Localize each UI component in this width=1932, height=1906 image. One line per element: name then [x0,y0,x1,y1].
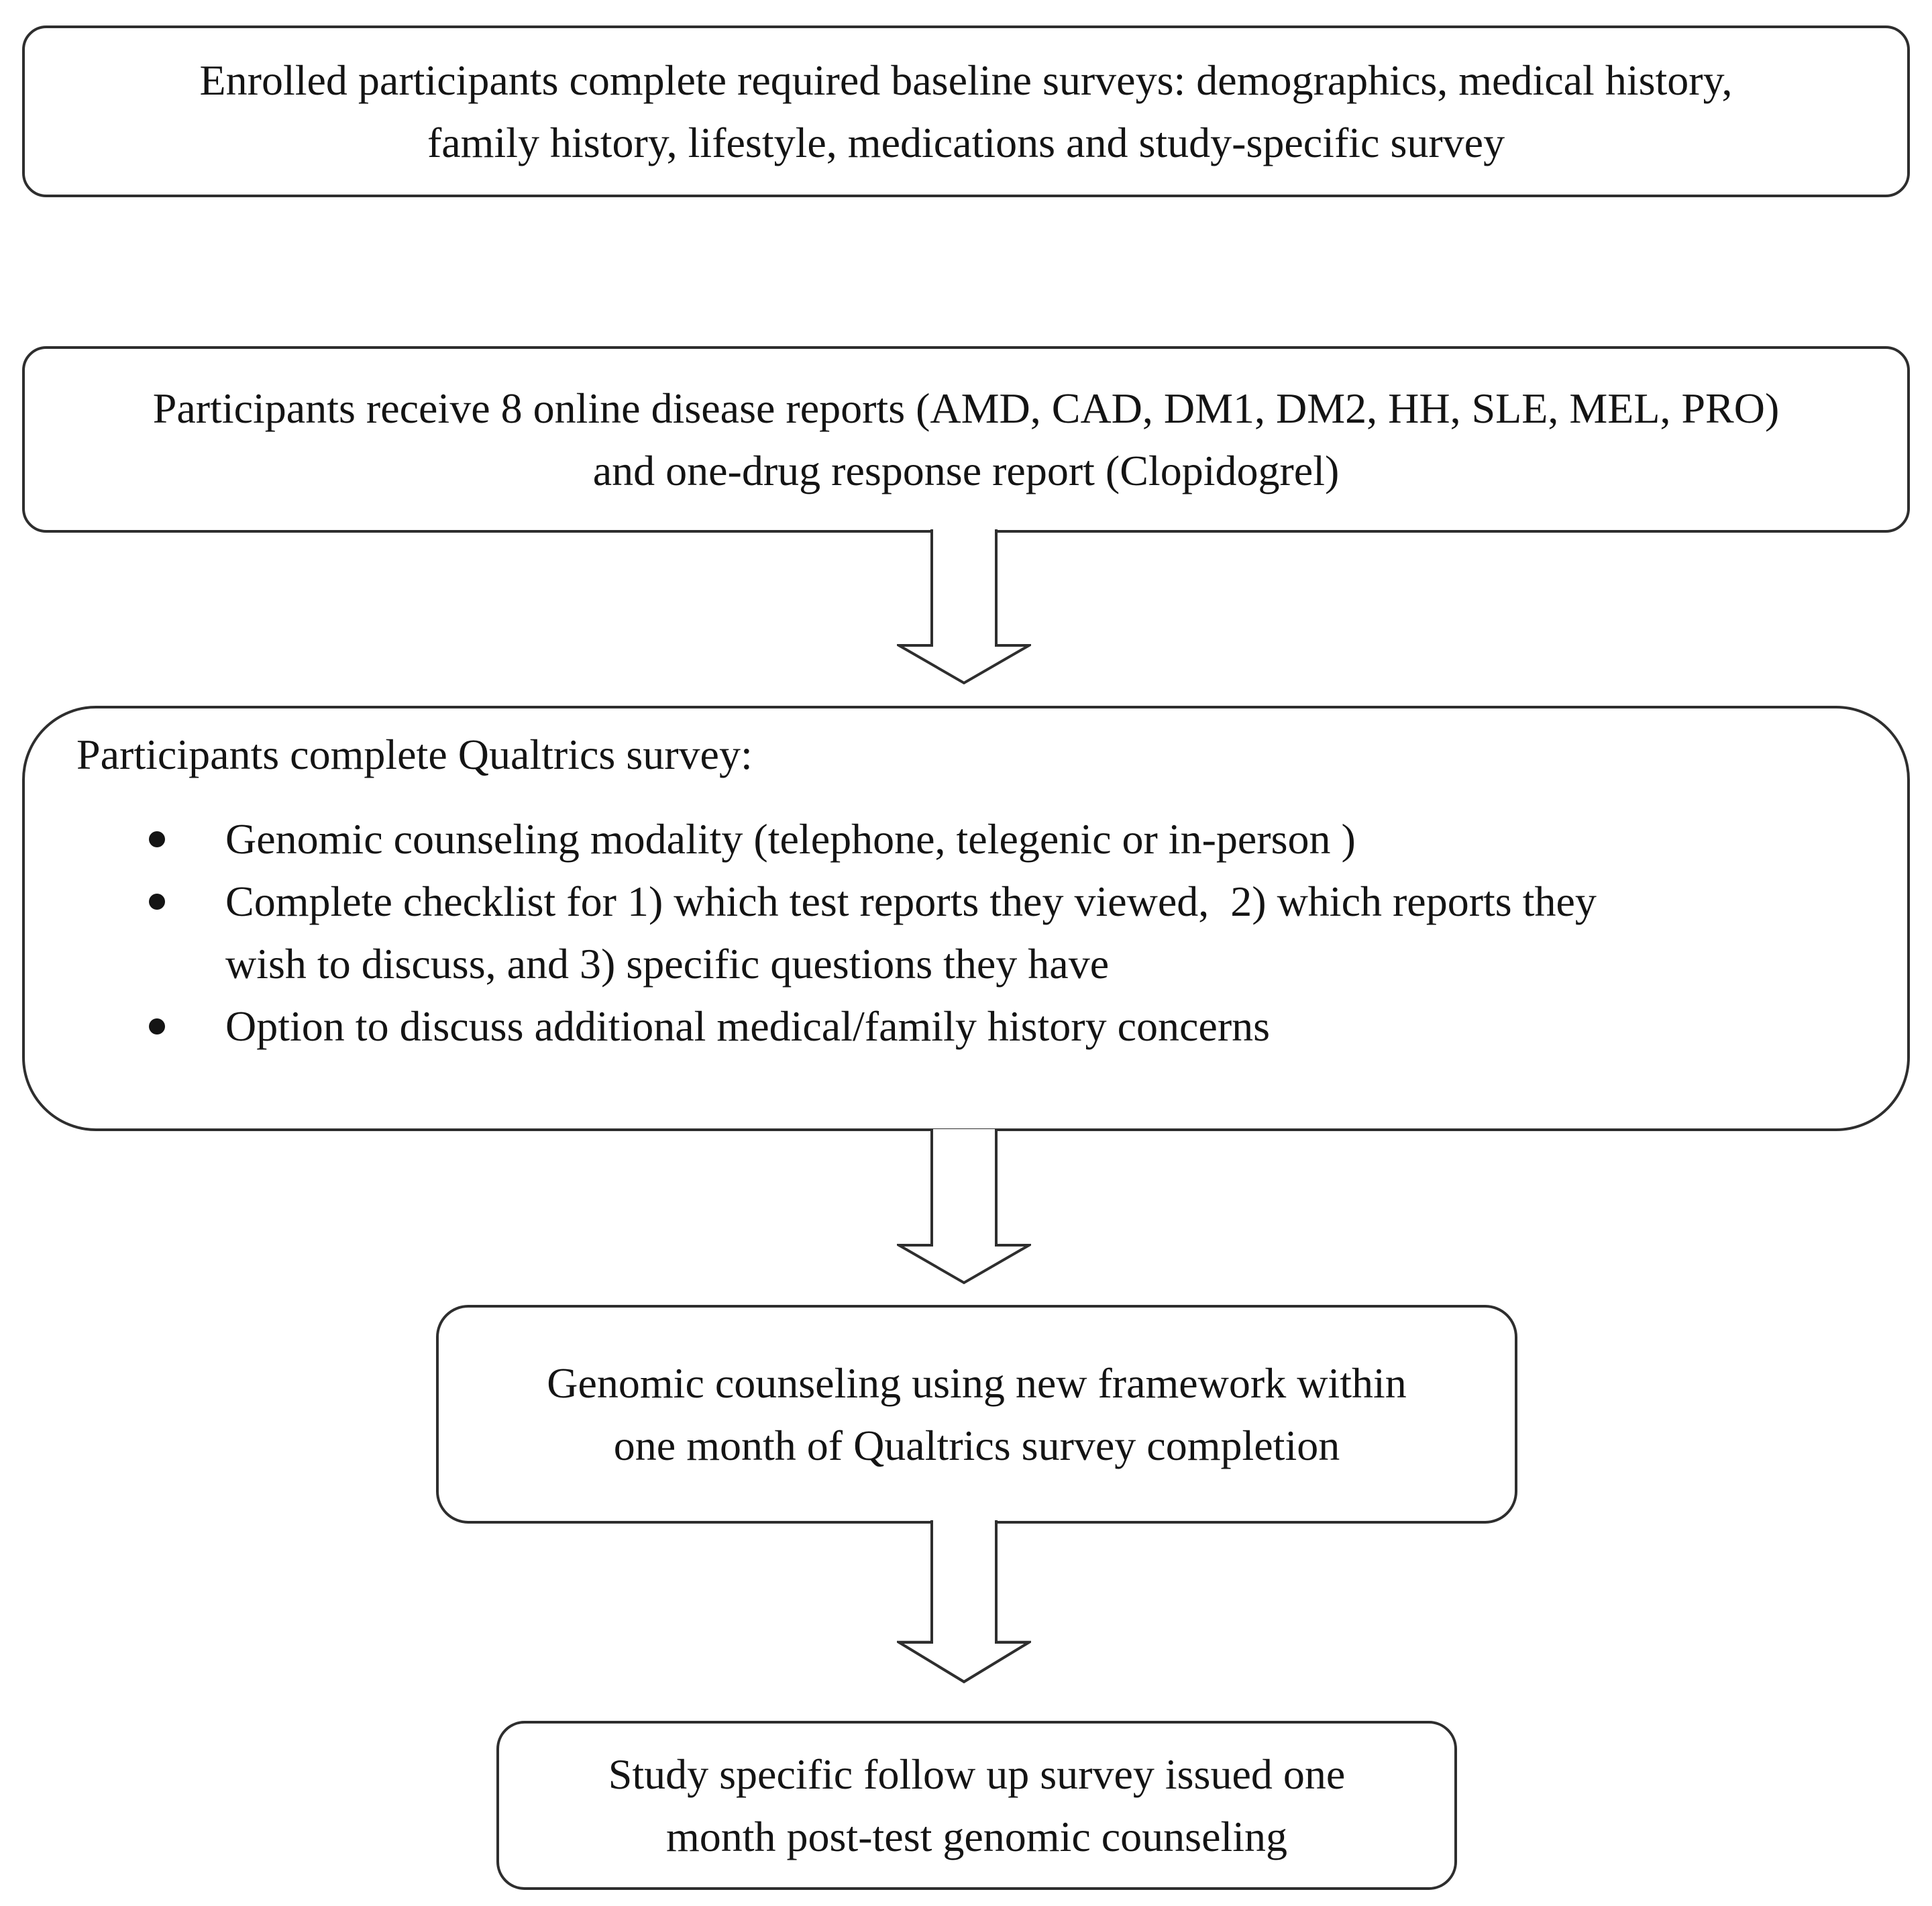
box-text-line: family history, lifestyle, medications a… [427,119,1505,166]
down-arrow-icon [894,1520,1034,1688]
bullet-dot-icon [149,1018,165,1035]
bullet-list: Genomic counseling modality (telephone, … [76,808,1867,1057]
bullet-item: Genomic counseling modality (telephone, … [76,808,1867,870]
flowchart-box-followup-survey: Study specific follow up survey issued o… [496,1721,1457,1890]
box-text-line: month post-test genomic counseling [665,1813,1288,1860]
bullet-text-line: Option to discuss additional medical/fam… [225,1002,1271,1050]
down-arrow-icon [894,529,1034,689]
flowchart-box-genomic-counseling: Genomic counseling using new framework w… [436,1305,1517,1524]
bullet-dot-icon [149,831,165,847]
box-text-line: one month of Qualtrics survey completion [613,1422,1340,1469]
flowchart-box-qualtrics-survey: Participants complete Qualtrics survey: … [22,706,1910,1131]
box-heading: Participants complete Qualtrics survey: [76,731,753,778]
bullet-item: Complete checklist for 1) which test rep… [76,870,1867,995]
box-text-line: Enrolled participants complete required … [199,56,1733,104]
bullet-text-line: wish to discuss, and 3) specific questio… [225,940,1110,988]
box-text-line: Participants receive 8 online disease re… [152,384,1780,432]
bullet-text-line: Genomic counseling modality (telephone, … [225,815,1356,863]
box-text-line: and one-drug response report (Clopidogre… [592,447,1340,494]
flowchart-box-online-reports: Participants receive 8 online disease re… [22,346,1910,533]
bullet-dot-icon [149,894,165,910]
bullet-text-line: Complete checklist for 1) which test rep… [225,878,1597,925]
down-arrow-icon [894,1129,1034,1289]
box-text-line: Study specific follow up survey issued o… [608,1750,1346,1798]
box-text-line: Genomic counseling using new framework w… [547,1359,1407,1407]
flowchart-box-baseline-surveys: Enrolled participants complete required … [22,25,1910,197]
bullet-item: Option to discuss additional medical/fam… [76,995,1867,1057]
